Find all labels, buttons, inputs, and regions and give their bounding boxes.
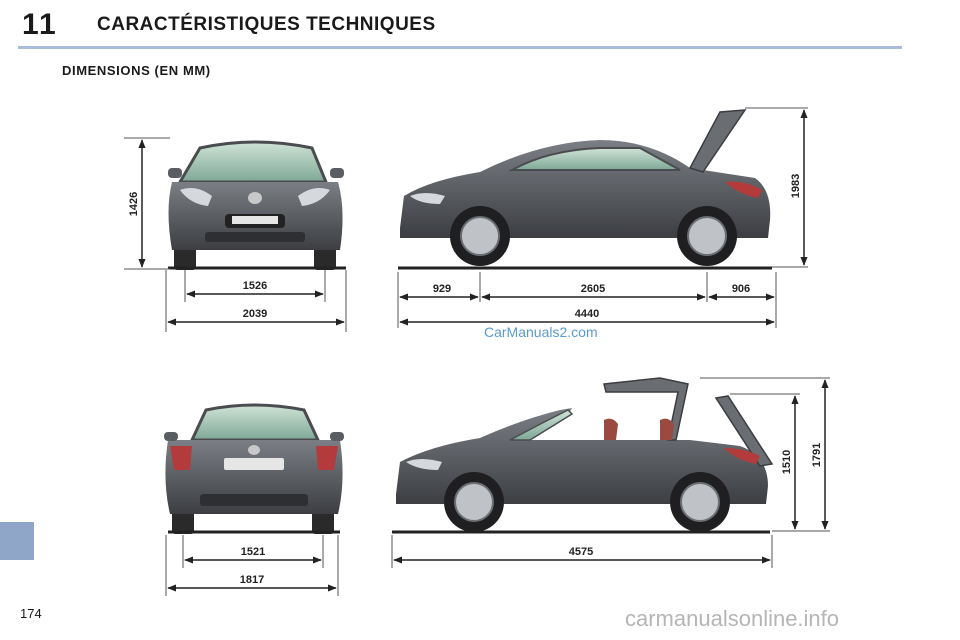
dim-rear-width: 1817: [240, 574, 264, 586]
page-number: 174: [20, 606, 42, 621]
section-title: DIMENSIONS (EN MM): [62, 63, 211, 78]
car-rear-view: [164, 403, 344, 534]
dim-front-height: 1426: [128, 192, 140, 216]
dim-length: 4440: [575, 308, 599, 320]
chapter-title: CARACTÉRISTIQUES TECHNIQUES: [97, 14, 436, 35]
car-side-view-closed: [400, 109, 771, 266]
chapter-side-tab: [0, 522, 34, 560]
header-rule: [18, 46, 902, 49]
dim-height-roof-high: 1791: [811, 443, 823, 467]
dim-front-track: 1526: [243, 280, 267, 292]
car-side-view-roof-opening: [396, 377, 774, 532]
watermark-carmanualsonline: carmanualsonline.info: [625, 606, 840, 631]
watermark-carmanuals2: CarManuals2.com: [484, 324, 598, 340]
dim-rear-track: 1521: [241, 546, 265, 558]
dim-height-trunk-open: 1983: [790, 174, 802, 198]
dim-front-overhang: 929: [433, 283, 451, 295]
chapter-number: 11: [22, 8, 58, 41]
dim-height-roof-low: 1510: [781, 450, 793, 474]
dim-front-width: 2039: [243, 308, 267, 320]
dim-wheelbase: 2605: [581, 283, 605, 295]
dim-rear-overhang: 906: [732, 283, 750, 295]
car-front-view: [168, 140, 344, 270]
dim-length-roof-opening: 4575: [569, 546, 593, 558]
